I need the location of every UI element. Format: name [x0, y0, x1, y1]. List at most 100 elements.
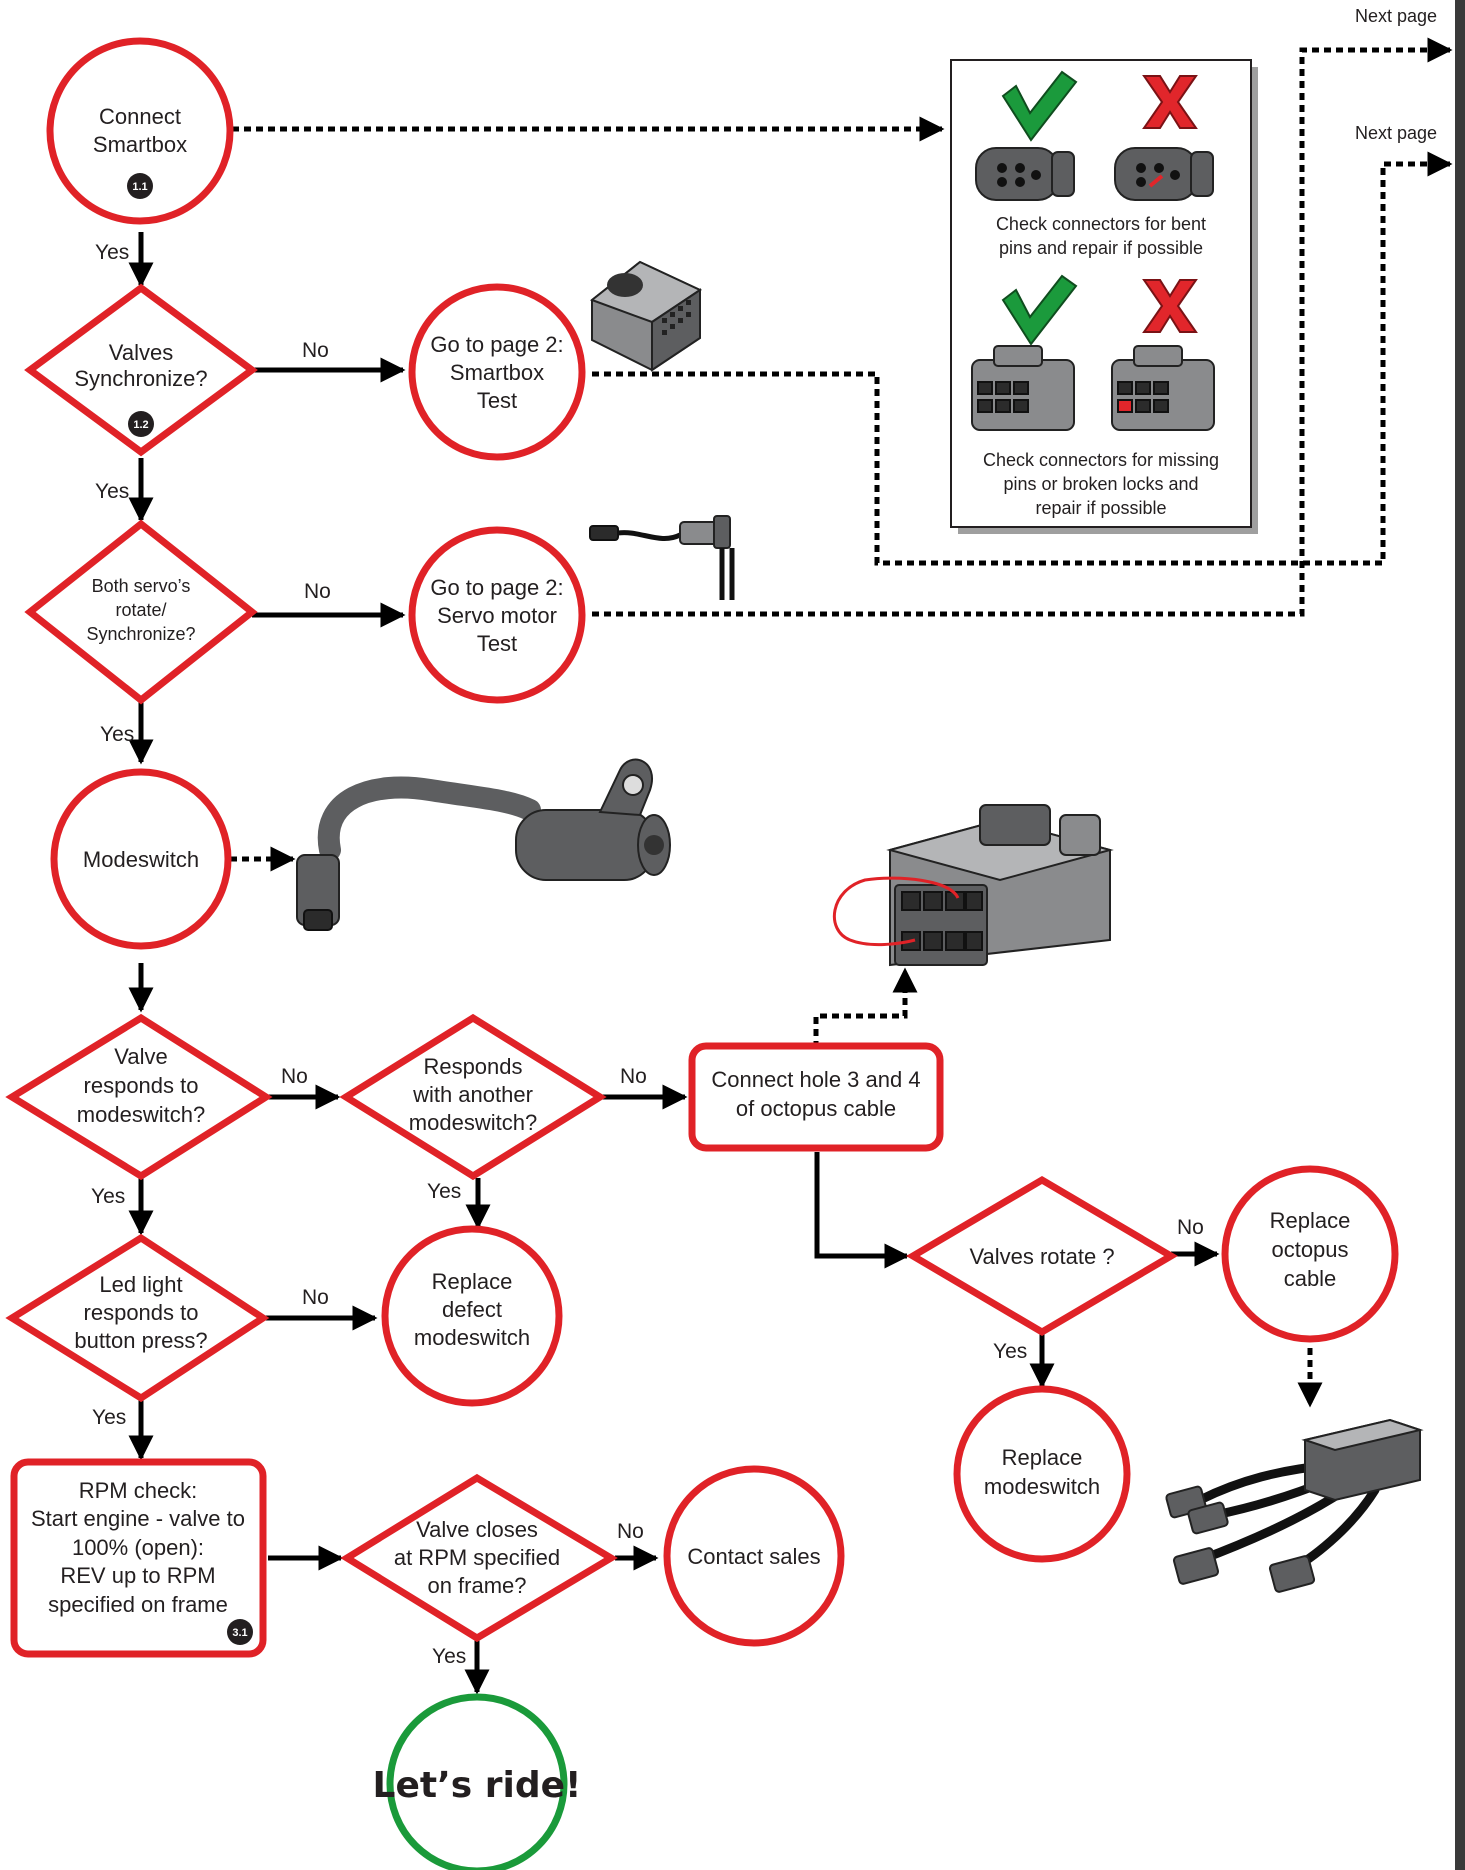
yes-label: Yes	[432, 1645, 466, 1668]
node-text-line: Replace	[1002, 1445, 1083, 1470]
octopus-cable-image	[1165, 1418, 1424, 1593]
connector-check-panel: Check connectors for bent pins and repair…	[950, 59, 1258, 534]
smartbox-image	[589, 260, 703, 372]
no-label: No	[617, 1520, 644, 1543]
node-text-line: Valve	[114, 1044, 167, 1069]
node-text-line: responds to	[84, 1073, 199, 1098]
node-text-line: RPM check:	[79, 1478, 198, 1503]
node-text-line: at RPM specified	[394, 1545, 560, 1570]
led-light-decision: Led light responds to button press?	[5, 1233, 270, 1403]
panel-text-line: pins or broken locks and	[1003, 474, 1198, 494]
node-text-line: Connect hole 3 and 4	[711, 1067, 920, 1092]
valve-closes-decision: Valve closes at RPM specified on frame?	[340, 1473, 618, 1643]
lets-ride-node: Let’s ride!	[373, 1693, 582, 1870]
node-text-line: Start engine - valve to	[31, 1506, 245, 1531]
node-text-line: Test	[477, 388, 517, 413]
connector-good-image	[975, 147, 1075, 201]
cross-icon	[1142, 75, 1198, 129]
yes-label: Yes	[95, 480, 129, 503]
next-page-label: Next page	[1355, 123, 1437, 143]
node-text-line: Contact sales	[687, 1544, 820, 1569]
no-label: No	[1177, 1216, 1204, 1239]
replace-modeswitch-node: Replace modeswitch	[953, 1385, 1131, 1563]
octopus-connector-image	[833, 804, 1114, 967]
node-text-line: responds to	[84, 1300, 199, 1325]
no-label: No	[304, 580, 331, 603]
node-text-line: rotate/	[115, 600, 166, 620]
servos-rotate-decision: Both servo’s rotate/Synchronize?	[24, 519, 258, 705]
node-text-line: modeswitch	[414, 1325, 530, 1350]
yes-label: Yes	[993, 1340, 1027, 1363]
node-text-line: Valves rotate ?	[969, 1244, 1114, 1269]
modeswitch-node: Modeswitch	[50, 768, 232, 950]
node-text-line: specified on frame	[48, 1592, 228, 1617]
panel-text-line: Check connectors for missing	[983, 450, 1219, 470]
no-label: No	[620, 1065, 647, 1088]
valves-rotate-decision: Valves rotate ?	[906, 1175, 1178, 1337]
panel-text-line: repair if possible	[1035, 498, 1166, 518]
node-text-line: cable	[1284, 1266, 1337, 1291]
panel-text-line: Check connectors for bent	[996, 214, 1206, 234]
node-text-line: on frame?	[427, 1573, 526, 1598]
svg-text:3.1: 3.1	[232, 1627, 247, 1639]
node-text-line: Valves	[109, 340, 173, 365]
node-text-line: Connect	[99, 104, 181, 129]
node-text-line: Go to page 2:	[430, 332, 563, 357]
connector-good-image	[971, 345, 1075, 431]
yes-label: Yes	[427, 1180, 461, 1203]
node-text-line: of octopus cable	[736, 1096, 896, 1121]
replace-defect-node: Replace defect modeswitch	[381, 1225, 563, 1407]
node-text-line: Servo motor	[437, 603, 557, 628]
node-text-line: modeswitch?	[409, 1110, 537, 1135]
node-text-line: Led light	[99, 1272, 182, 1297]
panel-text-line: pins and repair if possible	[999, 238, 1203, 258]
node-text-line: Both servo’s	[92, 576, 191, 596]
svg-text:1.2: 1.2	[133, 419, 148, 431]
yes-label: Yes	[92, 1406, 126, 1429]
connector-bent-pin-image	[1114, 147, 1214, 201]
node-text-line: Responds	[423, 1054, 522, 1079]
node-text-line: Smartbox	[450, 360, 544, 385]
dashed-connectors	[230, 37, 1453, 1408]
node-text-line: Synchronize?	[74, 366, 207, 391]
node-text-line: with another	[412, 1082, 533, 1107]
node-text-line: 100% (open):	[72, 1535, 204, 1560]
node-text-line: Valve closes	[416, 1517, 538, 1542]
connector-missing-pin-image	[1111, 345, 1215, 431]
node-text-line: Modeswitch	[83, 847, 199, 872]
flow-connectors	[128, 232, 1220, 1695]
valve-responds-decision: Valve responds to modeswitch?	[5, 1013, 273, 1181]
node-text-line: defect	[442, 1297, 502, 1322]
node-text-line: Let’s ride!	[373, 1765, 582, 1806]
check-icon	[1001, 70, 1078, 142]
node-text-line: button press?	[74, 1328, 207, 1353]
contact-sales-node: Contact sales	[663, 1465, 845, 1647]
connect-hole-box: Connect hole 3 and 4 of octopus cable	[688, 1042, 944, 1152]
cross-icon	[1142, 279, 1198, 333]
node-text-line: Replace	[432, 1269, 513, 1294]
responds-another-decision: Responds with another modeswitch?	[339, 1013, 607, 1181]
node-text-line: modeswitch?	[77, 1102, 205, 1127]
no-label: No	[281, 1065, 308, 1088]
node-text-line: Replace	[1270, 1208, 1351, 1233]
node-text-line: Synchronize?	[86, 624, 195, 644]
node-text-line: modeswitch	[984, 1474, 1100, 1499]
